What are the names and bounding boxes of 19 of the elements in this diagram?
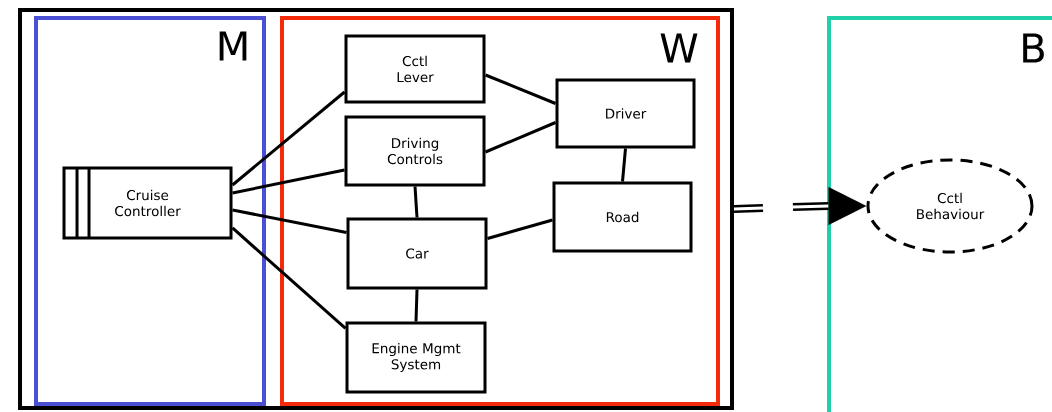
connector-line — [231, 90, 346, 187]
module-box: Cruise Controller — [62, 166, 233, 240]
connector-line — [232, 208, 347, 234]
connector-line — [232, 168, 345, 195]
connector-line — [621, 148, 627, 182]
connector-line — [484, 121, 557, 154]
connector-line — [414, 289, 419, 322]
process-box: Car — [346, 217, 488, 290]
connector-line — [231, 226, 347, 330]
connector-line — [733, 187, 867, 225]
process-box: Driving Controls — [344, 115, 486, 187]
process-box: Cctl Lever — [344, 34, 486, 104]
connector-line — [413, 186, 419, 218]
frame-box — [18, 8, 734, 410]
process-box: Engine Mgmt System — [345, 321, 487, 394]
process-box: Road — [552, 181, 693, 253]
process-box: Driver — [555, 78, 696, 149]
connector-line — [484, 73, 557, 105]
connector-line — [487, 218, 553, 240]
